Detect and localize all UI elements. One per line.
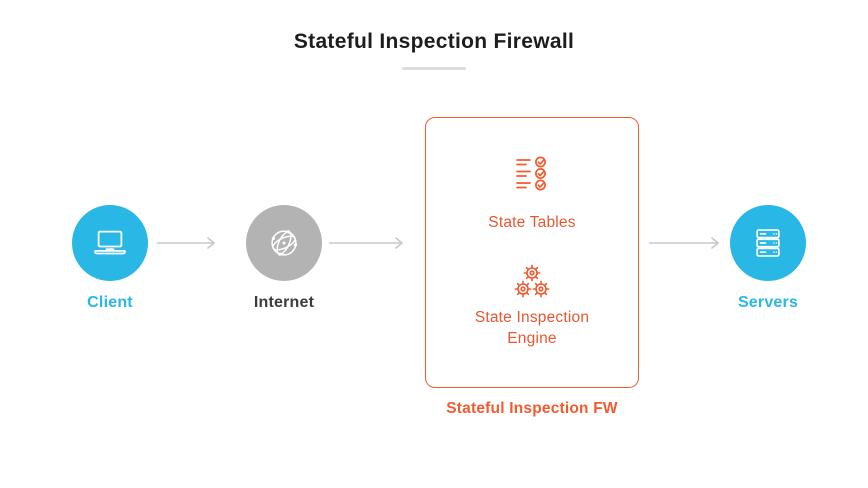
laptop-icon <box>94 230 126 255</box>
servers-node: Servers <box>730 205 806 312</box>
globe-network-icon <box>271 230 298 256</box>
client-label: Client <box>87 294 133 311</box>
title-underline <box>402 67 466 70</box>
arrow-internet-to-firewall <box>329 237 403 249</box>
internet-label: Internet <box>253 294 315 311</box>
firewall-caption: Stateful Inspection FW <box>446 400 618 417</box>
arrow-firewall-to-servers <box>649 237 719 249</box>
client-circle <box>72 205 148 281</box>
arrow-client-to-internet <box>157 237 215 249</box>
server-stack-icon <box>756 229 780 257</box>
state-inspection-engine-label: State Inspection Engine <box>474 309 590 347</box>
checklist-icon <box>516 156 546 191</box>
client-node: Client <box>72 205 148 312</box>
internet-node: Internet <box>246 205 322 312</box>
internet-circle <box>246 205 322 281</box>
firewall-box: State Tables State Ins <box>425 117 639 388</box>
page-title: Stateful Inspection Firewall <box>293 30 575 53</box>
servers-label: Servers <box>737 294 799 311</box>
servers-circle <box>730 205 806 281</box>
gears-icon <box>514 264 550 298</box>
state-tables-label: State Tables <box>488 214 576 231</box>
